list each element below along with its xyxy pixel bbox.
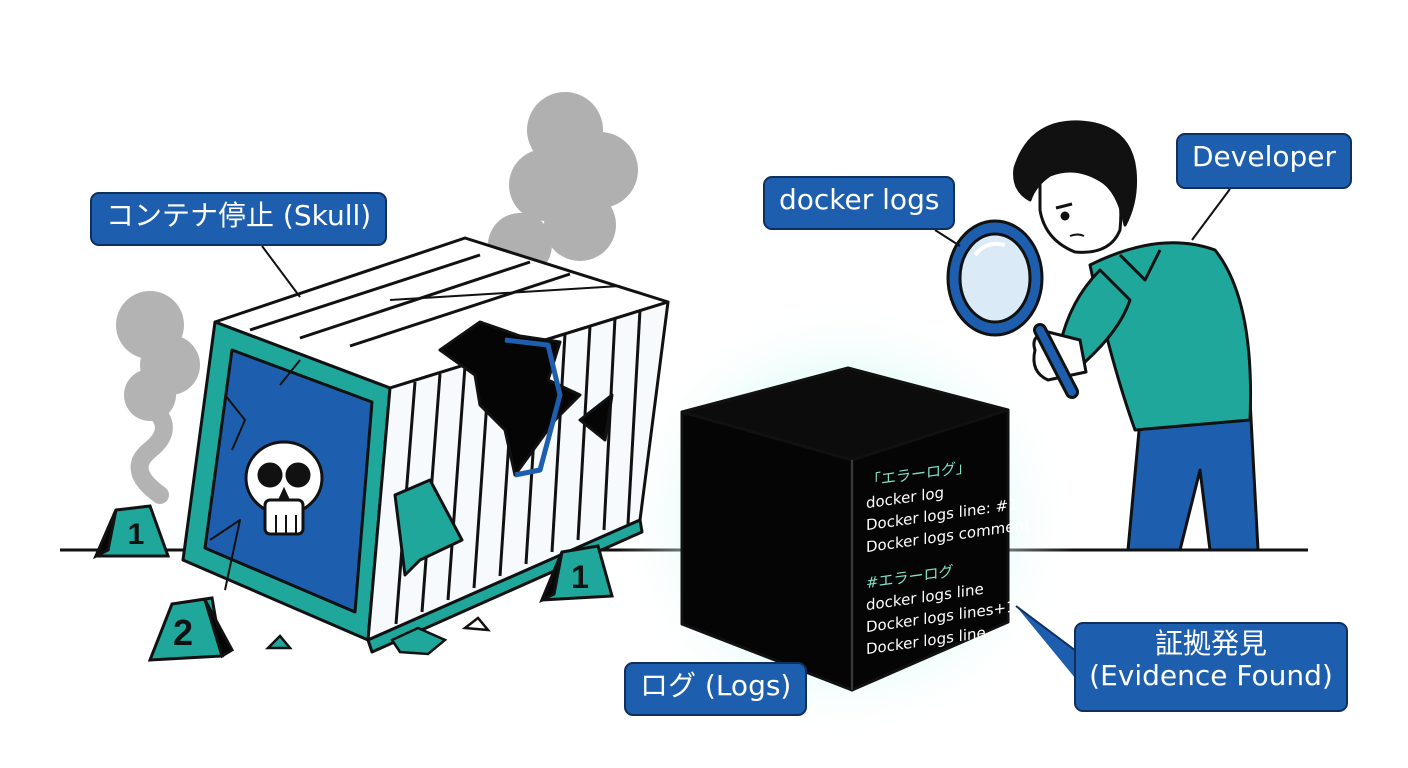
evidence-marker-number: 2 (173, 612, 193, 653)
smoke-left-icon (116, 291, 200, 504)
evidence-found-subtitle: (Evidence Found) (1089, 659, 1333, 693)
evidence-found-label: 証拠発見 (Evidence Found) (1074, 622, 1348, 712)
evidence-found-title: 証拠発見 (1154, 627, 1267, 660)
evidence-marker: 2 (147, 596, 235, 662)
container-stop-label: コンテナ停止 (Skull) (90, 192, 388, 246)
developer-label: Developer (1176, 133, 1353, 189)
skull-icon (244, 440, 324, 536)
developer-figure (1013, 120, 1260, 552)
evidence-marker: 1 (92, 504, 171, 560)
evidence-marker-number: 1 (128, 518, 145, 551)
logs-label: ログ (Logs) (624, 662, 808, 716)
debris (264, 616, 491, 656)
magnifying-glass-icon (946, 219, 1079, 399)
docker-logs-label: docker logs (763, 176, 956, 230)
evidence-marker: 1 (539, 544, 614, 604)
log-box (680, 366, 1010, 692)
evidence-marker-number: 1 (571, 559, 589, 595)
